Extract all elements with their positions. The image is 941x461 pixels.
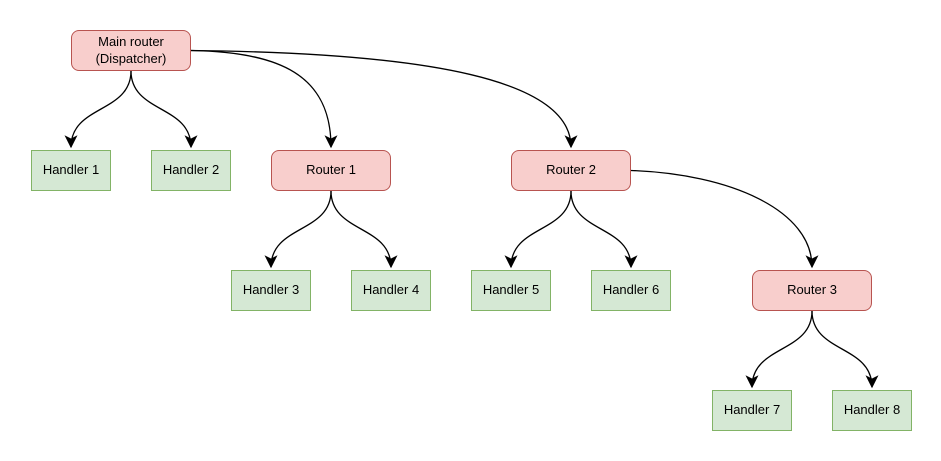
node-handler-1: Handler 1 bbox=[31, 150, 111, 191]
edge-main-to-router-2 bbox=[190, 49, 578, 149]
node-router-1-label: Router 1 bbox=[306, 162, 356, 178]
edge-main-to-router-1 bbox=[190, 49, 338, 149]
node-router-1: Router 1 bbox=[271, 150, 391, 191]
edge-router-2-to-handler-5 bbox=[504, 190, 572, 269]
edge-router-1-to-handler-3 bbox=[264, 190, 332, 269]
node-router-3-label: Router 3 bbox=[787, 282, 837, 298]
node-handler-7: Handler 7 bbox=[712, 390, 792, 431]
node-router-2-label: Router 2 bbox=[546, 162, 596, 178]
edge-main-to-handler-2 bbox=[130, 70, 198, 149]
node-router-2: Router 2 bbox=[511, 150, 631, 191]
node-handler-7-label: Handler 7 bbox=[723, 402, 781, 418]
edge-router-3-to-handler-7 bbox=[745, 310, 813, 389]
edge-main-to-handler-1 bbox=[64, 70, 132, 149]
edge-router-2-to-handler-6 bbox=[570, 190, 638, 269]
edge-router-2-to-router-3 bbox=[630, 169, 819, 269]
node-handler-4-label: Handler 4 bbox=[362, 282, 420, 298]
node-handler-8-label: Handler 8 bbox=[843, 402, 901, 418]
node-handler-3-label: Handler 3 bbox=[242, 282, 300, 298]
node-handler-4: Handler 4 bbox=[351, 270, 431, 311]
node-handler-8: Handler 8 bbox=[832, 390, 912, 431]
node-handler-1-label: Handler 1 bbox=[42, 162, 100, 178]
node-handler-6-label: Handler 6 bbox=[602, 282, 660, 298]
node-handler-5-label: Handler 5 bbox=[482, 282, 540, 298]
node-handler-2: Handler 2 bbox=[151, 150, 231, 191]
node-handler-5: Handler 5 bbox=[471, 270, 551, 311]
node-main-router-label: Main router (Dispatcher) bbox=[95, 34, 167, 66]
node-router-3: Router 3 bbox=[752, 270, 872, 311]
edge-router-1-to-handler-4 bbox=[330, 190, 398, 269]
node-handler-3: Handler 3 bbox=[231, 270, 311, 311]
node-main-router: Main router (Dispatcher) bbox=[71, 30, 191, 71]
node-handler-2-label: Handler 2 bbox=[162, 162, 220, 178]
node-handler-6: Handler 6 bbox=[591, 270, 671, 311]
edge-router-3-to-handler-8 bbox=[811, 310, 879, 389]
